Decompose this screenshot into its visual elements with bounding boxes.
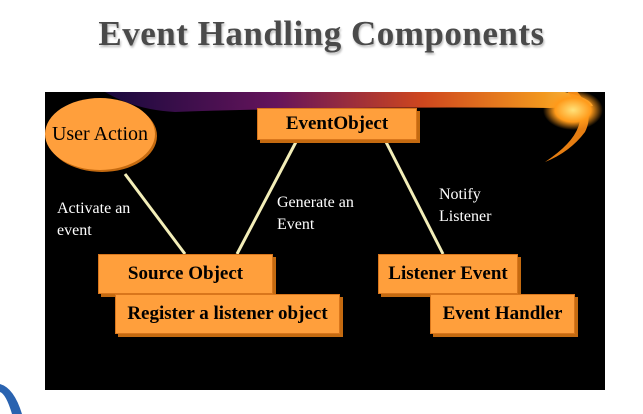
notify-listener-label: Notify Listener <box>439 184 529 228</box>
decorative-beam <box>105 92 593 112</box>
source-object-label: Source Object <box>127 263 244 284</box>
register-listener-label: Register a listener object <box>127 303 328 324</box>
user-action-node: User Action <box>45 98 155 170</box>
event-handler-label: Event Handler <box>442 303 563 324</box>
connector-activate <box>123 173 187 255</box>
connector-generate <box>235 139 299 255</box>
generate-event-label: Generate an Event <box>277 192 377 236</box>
listener-event-node: Listener Event <box>378 254 518 294</box>
diagram-panel: User Action EventObject Source Object Re… <box>45 92 605 390</box>
notify-listener-line1: Notify <box>439 186 481 203</box>
event-object-label: EventObject <box>285 113 389 134</box>
generate-event-line1: Generate an <box>277 194 354 211</box>
event-handler-node: Event Handler <box>430 294 575 334</box>
event-object-node: EventObject <box>257 108 417 140</box>
notify-listener-line2: Listener <box>439 208 492 225</box>
register-listener-node: Register a listener object <box>115 294 340 334</box>
slide-title: Event Handling Components <box>98 14 545 53</box>
generate-event-line2: Event <box>277 216 315 233</box>
diagram-graphics <box>105 92 603 255</box>
listener-event-label: Listener Event <box>388 263 508 284</box>
user-action-label: User Action <box>51 122 149 145</box>
activate-event-label: Activate an event <box>57 198 147 242</box>
activate-event-line1: Activate an <box>57 200 131 217</box>
decorative-glow <box>543 92 603 130</box>
activate-event-line2: event <box>57 222 92 239</box>
corner-swoosh-decoration <box>0 384 22 414</box>
source-object-node: Source Object <box>98 254 273 294</box>
connector-notify <box>383 139 445 255</box>
